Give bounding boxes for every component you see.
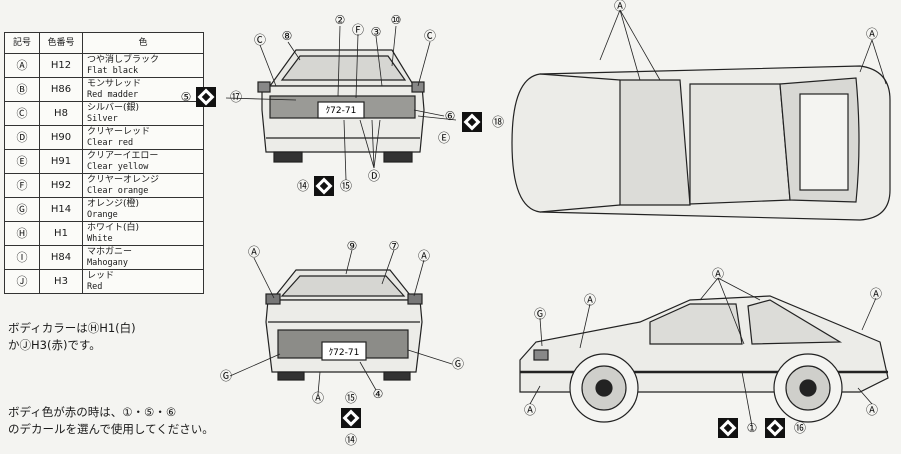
callout-c-left: Ⓒ (254, 33, 266, 47)
decal-note-line2: のデカールを選んで使用してください。 (8, 422, 214, 436)
legend-color-en: Red (87, 281, 103, 292)
callout-7: ⑦ (389, 239, 400, 253)
legend-code: H91 (39, 149, 83, 174)
callout-10: ⑩ (391, 13, 402, 27)
callout-e: Ⓔ (438, 131, 450, 145)
callout-16: ⑯ (794, 421, 806, 435)
legend-symbol: Ⓗ (4, 221, 40, 246)
legend-color-ja: レッド (87, 270, 115, 281)
legend-color-en: Clear orange (87, 185, 149, 196)
callout-g-right: Ⓖ (452, 357, 464, 371)
rear-plate-text: ｸ72-71 (326, 105, 357, 116)
callout-18: ⑱ (492, 115, 504, 129)
callout-3: ③ (371, 25, 382, 39)
callout-a-bumper: Ⓐ (312, 391, 324, 405)
legend-symbol: Ⓓ (4, 125, 40, 150)
decal-marker-16 (765, 418, 785, 438)
legend-symbol: Ⓘ (4, 245, 40, 270)
callout-a-side-front: Ⓐ (524, 403, 536, 417)
callout-15: ⑮ (345, 391, 357, 405)
side-view (519, 295, 889, 423)
callout-a-side-spoiler: Ⓐ (870, 287, 882, 301)
callout-a-side-top: Ⓐ (712, 267, 724, 281)
callout-14-top: ⑭ (297, 179, 309, 193)
legend-color-ja: クリアーイエロー (87, 150, 159, 161)
callout-f: Ⓕ (352, 23, 364, 37)
body-color-note-line1: ボディカラーはⒽH1(白) (8, 321, 136, 335)
decal-marker-1 (718, 418, 738, 438)
callout-6: ⑥ (445, 109, 456, 123)
front-plate-text: ｸ72-71 (329, 347, 360, 358)
legend-header-row: 記号 色番号 色 (4, 32, 204, 54)
legend-color-ja: つや消しブラック (87, 54, 160, 65)
legend-color-en: Silver (87, 113, 118, 124)
callout-a-front-right: Ⓐ (418, 249, 430, 263)
callout-g-left: Ⓖ (220, 369, 232, 383)
legend-color-name: シルバー(銀)Silver (82, 101, 204, 126)
legend-color-ja: シルバー(銀) (87, 102, 140, 113)
legend-color-ja: マホガニー (87, 246, 133, 257)
legend-color-en: Clear yellow (87, 161, 149, 172)
callout-a-topview: Ⓐ (614, 0, 626, 13)
legend-symbol: Ⓖ (4, 197, 40, 222)
callout-d: Ⓓ (368, 169, 380, 183)
rear-view-top (257, 49, 425, 163)
legend-color-ja: クリヤーオレンジ (87, 174, 160, 185)
decal-note-line1: ボディ色が赤の時は、①・⑤・⑥ (8, 405, 177, 419)
decal-marker-14-top (314, 176, 334, 196)
callout-a-side-rear: Ⓐ (866, 403, 878, 417)
callout-14: ⑭ (345, 433, 357, 447)
callout-c-right: Ⓒ (424, 29, 436, 43)
callout-a-front-left: Ⓐ (248, 245, 260, 259)
legend-color-ja: ホワイト(白) (87, 222, 140, 233)
callout-1: ① (747, 421, 758, 435)
callout-a-side-hood: Ⓐ (584, 293, 596, 307)
callout-5: ⑤ (181, 90, 192, 104)
decal-marker-5 (196, 87, 216, 107)
legend-symbol: Ⓕ (4, 173, 40, 198)
legend-symbol: Ⓑ (4, 77, 40, 102)
front-view (265, 269, 423, 381)
decal-note: ボディ色が赤の時は、①・⑤・⑥ のデカールを選んで使用してください。 (8, 404, 214, 438)
legend-code: H92 (39, 173, 83, 198)
legend-symbol: Ⓒ (4, 101, 40, 126)
callout-17: ⑰ (230, 90, 242, 104)
callout-4: ④ (373, 387, 384, 401)
body-color-note-line2: かⒿH3(赤)です。 (8, 338, 101, 352)
body-color-note: ボディカラーはⒽH1(白) かⒿH3(赤)です。 (8, 320, 136, 354)
callout-8: ⑧ (282, 29, 293, 43)
decal-marker-6 (462, 112, 482, 132)
callout-9: ⑨ (347, 239, 358, 253)
decal-marker-15 (341, 408, 361, 428)
legend-color-en: Clear red (87, 137, 134, 148)
leader-lines (225, 9, 887, 427)
legend-color-en: Flat black (87, 65, 139, 76)
callout-15-top: ⑮ (340, 179, 352, 193)
legend-color-ja: オレンジ(橙) (87, 198, 140, 209)
legend-color-en: Red madder (87, 89, 139, 100)
legend-color-en: Orange (87, 209, 118, 220)
legend-color-en: Mahogany (87, 257, 128, 268)
legend-color-ja: クリヤーレッド (87, 126, 151, 137)
legend-color-name: オレンジ(橙)Orange (82, 197, 204, 222)
legend-color-en: White (87, 233, 113, 244)
callout-2: ② (335, 13, 346, 27)
top-view (511, 65, 891, 221)
callout-a-topview-rear: Ⓐ (866, 27, 878, 41)
callout-g-side: Ⓖ (534, 307, 546, 321)
legend-color-ja: モンサレッド (87, 78, 142, 89)
